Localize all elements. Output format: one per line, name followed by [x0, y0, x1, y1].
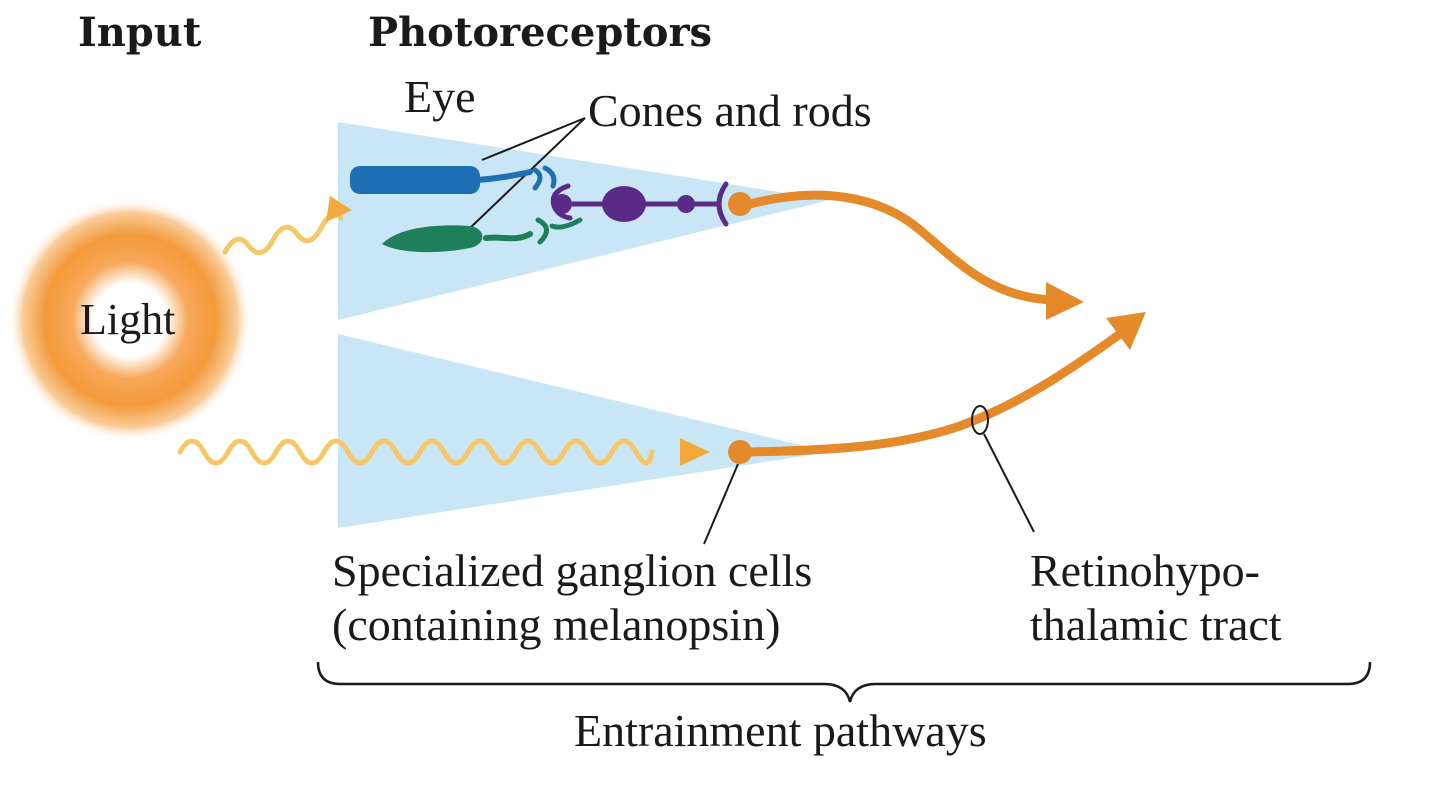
entrainment-label: Entrainment pathways — [574, 705, 987, 756]
rht-label-line1: Retinohypo- — [1030, 545, 1260, 596]
tract-marker — [971, 405, 989, 435]
light-ray-lower-arrowhead — [680, 438, 710, 466]
specialized-ganglion-cell — [728, 440, 752, 464]
rht-label-line2: thalamic tract — [1030, 599, 1282, 650]
eye-label: Eye — [404, 71, 476, 122]
cones-rods-leader-rod — [481, 117, 586, 161]
bipolar-terminal — [716, 181, 729, 227]
retinal-ganglion-cell — [728, 192, 752, 216]
retinohypothalamic-tract-path — [745, 329, 1125, 457]
cones-rods-label: Cones and rods — [588, 85, 872, 136]
rod-cell — [350, 166, 480, 194]
upper-pathway-axon — [745, 190, 1055, 305]
ganglion-label-line2: (containing melanopsin) — [332, 599, 780, 650]
light-ray-lower — [177, 438, 655, 466]
entrainment-brace — [316, 661, 1372, 703]
bipolar-node — [677, 195, 695, 213]
ganglion-leader-line — [703, 463, 739, 545]
cone-axon — [483, 231, 533, 242]
light-source — [8, 198, 252, 442]
bipolar-synapse — [552, 194, 572, 214]
light-ray-upper-arrowhead — [326, 196, 352, 222]
rod-terminal — [532, 165, 557, 191]
upper-pathway-arrowhead — [1046, 282, 1084, 320]
rod-axon — [475, 169, 533, 183]
bipolar-cell-body — [602, 186, 646, 222]
header-photoreceptors: Photoreceptors — [368, 9, 712, 56]
eye-wedge-lower — [338, 334, 830, 528]
tract-leader-line — [983, 433, 1035, 533]
light-label: Light — [80, 295, 175, 344]
light-ray-upper — [222, 211, 344, 256]
ganglion-label-line1: Specialized ganglion cells — [332, 545, 812, 596]
eye-wedge-upper — [338, 122, 830, 320]
cone-cell — [382, 225, 483, 253]
lower-pathway-arrowhead — [1106, 312, 1146, 350]
header-input: Input — [78, 9, 202, 56]
cone-terminal — [535, 217, 583, 245]
